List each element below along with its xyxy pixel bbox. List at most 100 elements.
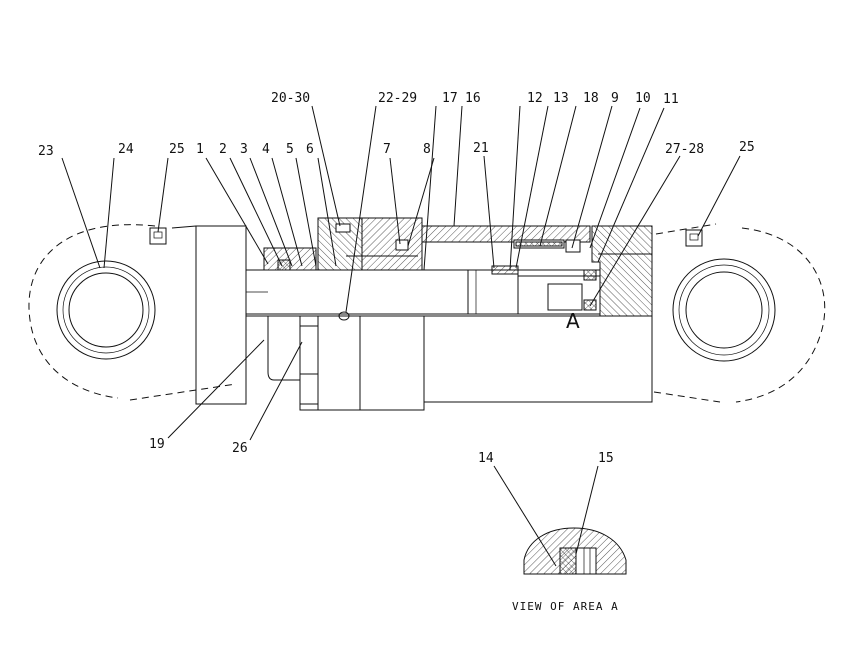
piston-ring-lower <box>583 299 597 311</box>
leader-25-right <box>697 155 741 237</box>
leader-9 <box>571 105 613 249</box>
wear-ring <box>515 241 563 247</box>
leader-5 <box>295 157 317 267</box>
cylinder-base <box>591 225 653 317</box>
port-boss-lower <box>299 373 319 405</box>
head-gland-section <box>263 217 423 271</box>
detail-ring-14 <box>559 547 577 575</box>
leader-11 <box>597 107 665 263</box>
callout-9: 9 <box>611 91 619 106</box>
cylinder-lower-half <box>246 315 653 411</box>
rod-eye-shank <box>195 225 247 405</box>
callout-24: 24 <box>118 142 134 157</box>
left-eye-lower-phantom <box>129 383 237 401</box>
piston-rod <box>245 269 469 315</box>
callout-12: 12 <box>527 91 543 106</box>
callout-16: 16 <box>465 91 481 106</box>
leader-10 <box>589 107 641 249</box>
detail-caption: VIEW OF AREA A <box>512 600 619 613</box>
callout-11: 11 <box>663 92 679 107</box>
head-o-ring <box>395 239 409 251</box>
callout-20-30: 20-30 <box>271 91 310 106</box>
leader-16 <box>453 105 463 227</box>
piston-nut <box>467 269 519 315</box>
leader-lines <box>61 105 741 441</box>
rod-lower-face <box>267 315 301 381</box>
piston-ring-upper <box>583 269 597 281</box>
leader-6 <box>317 157 337 267</box>
callout-23: 23 <box>38 144 54 159</box>
head-lower-flange <box>317 315 361 411</box>
left-eye-upper-edge <box>171 225 197 229</box>
callout-27-28: 27-28 <box>665 142 704 157</box>
detail-view-area-a: 14 15 VIEW OF AREA A <box>478 451 627 613</box>
right-eye-bearing <box>685 271 763 349</box>
leader-20-30 <box>311 105 341 227</box>
callout-26: 26 <box>232 441 248 456</box>
leader-3 <box>249 157 293 267</box>
area-a-marker: A <box>566 309 580 333</box>
left-eye-bore-mid <box>62 266 150 354</box>
bleed-port <box>338 311 350 321</box>
right-eye-upper-phantom <box>655 223 717 235</box>
callout-15: 15 <box>598 451 614 466</box>
rod-body <box>245 269 469 315</box>
callout-3: 3 <box>240 142 248 157</box>
leader-1 <box>205 157 269 265</box>
callout-21: 21 <box>473 141 489 156</box>
right-eye-bore-mid <box>678 264 770 356</box>
leader-21 <box>483 155 495 269</box>
port-boss-upper <box>299 325 319 377</box>
base-cap <box>591 225 653 317</box>
gland-bolt-head <box>335 223 351 233</box>
leader-8 <box>407 157 435 247</box>
right-eye-bore-outer <box>672 258 776 362</box>
left-eye-bearing <box>68 272 144 348</box>
leader-13 <box>515 105 549 269</box>
leader-18 <box>539 105 577 247</box>
callout-7: 7 <box>383 142 391 157</box>
piston-seal <box>491 265 519 275</box>
callout-25-right: 25 <box>739 140 755 155</box>
callout-6: 6 <box>306 142 314 157</box>
leader-23 <box>61 157 101 269</box>
rod-end-block <box>195 225 247 405</box>
right-eye-lower-phantom <box>653 391 721 403</box>
callout-labels: 23 24 25 1 2 3 4 5 6 20-30 22-29 17 16 7… <box>38 91 755 456</box>
callout-18: 18 <box>583 91 599 106</box>
tube-lower-body <box>423 315 653 403</box>
leader-14 <box>493 465 557 567</box>
leader-22-29 <box>345 105 377 313</box>
leader-27-28 <box>589 155 681 307</box>
head-body <box>361 217 423 271</box>
leader-15 <box>575 465 599 555</box>
callout-5: 5 <box>286 142 294 157</box>
callout-4: 4 <box>262 142 270 157</box>
callout-19: 19 <box>149 437 165 452</box>
leader-4 <box>271 157 303 267</box>
leader-12 <box>509 105 521 271</box>
callout-13: 13 <box>553 91 569 106</box>
callout-1: 1 <box>196 142 204 157</box>
right-grease-fitting-head <box>689 233 699 241</box>
callout-17: 17 <box>442 91 458 106</box>
leader-25-left <box>157 157 169 233</box>
tube-wall-upper <box>421 225 591 243</box>
rod-seal-lip <box>277 259 291 271</box>
callout-10: 10 <box>635 91 651 106</box>
leader-17 <box>423 105 437 271</box>
left-rod-eye <box>28 224 237 401</box>
callout-22-29: 22-29 <box>378 91 417 106</box>
leader-19 <box>167 339 265 439</box>
callout-25-left: 25 <box>169 142 185 157</box>
right-base-eye <box>653 223 826 403</box>
callout-14: 14 <box>478 451 494 466</box>
piston-bore <box>547 283 583 311</box>
leader-7 <box>389 157 401 245</box>
cylinder-tube <box>421 225 601 315</box>
left-eye-outline-phantom <box>28 224 156 399</box>
right-eye-outline-phantom <box>735 227 826 403</box>
left-eye-bore-outer <box>56 260 156 360</box>
callout-2: 2 <box>219 142 227 157</box>
